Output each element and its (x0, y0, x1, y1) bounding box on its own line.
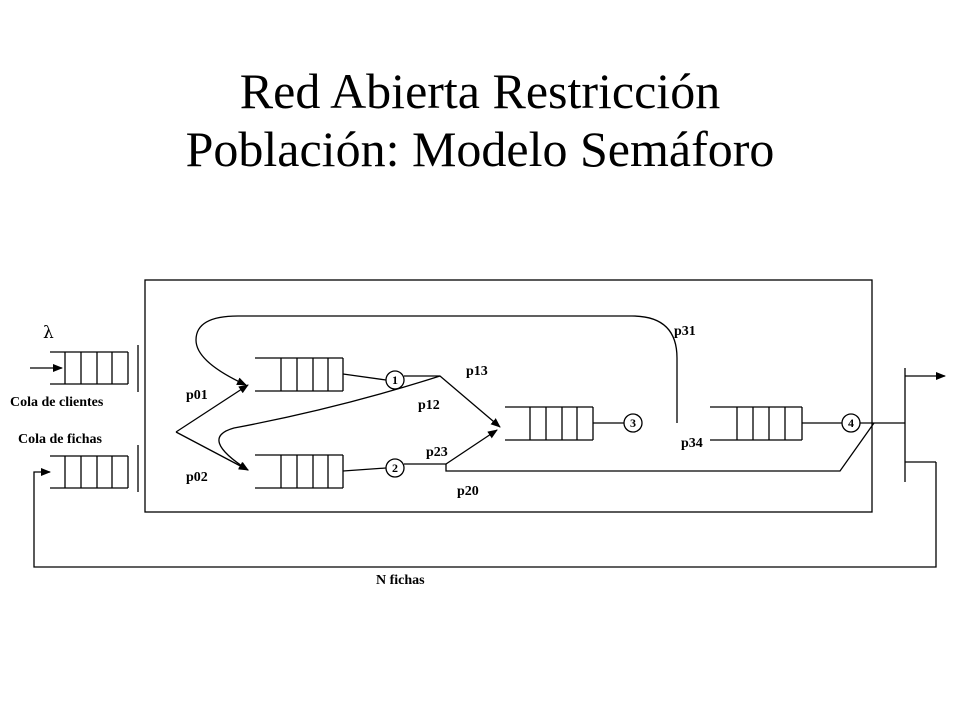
p12-label: p12 (418, 398, 440, 413)
lambda-label: λ (43, 323, 54, 343)
title-line-1: Red Abierta Restricción (239, 63, 721, 119)
queue-4 (710, 406, 803, 441)
server-1-label: 1 (392, 373, 398, 387)
p34-label: p34 (681, 436, 703, 451)
server-2-label: 2 (392, 461, 398, 475)
route-p02 (175, 431, 249, 471)
queue-3 (505, 406, 594, 441)
server-1: 1 (385, 370, 405, 390)
p20-label: p20 (457, 484, 479, 499)
n-fichas-label: N fichas (376, 573, 425, 588)
p23-label: p23 (426, 445, 448, 460)
title-line-2: Población: Modelo Semáforo (185, 121, 775, 177)
route-p23 (404, 429, 498, 465)
token-return-loop (33, 462, 937, 568)
slide-title: Red Abierta Restricción Población: Model… (0, 62, 960, 178)
route-p20 (445, 422, 875, 472)
p13-label: p13 (466, 364, 488, 379)
route-p01 (175, 384, 249, 433)
p01-label: p01 (186, 388, 208, 403)
server-4: 4 (841, 413, 861, 433)
token-queue-label: Cola de fichas (18, 432, 103, 447)
server-2: 2 (385, 458, 405, 478)
system-boundary (144, 279, 873, 513)
server-4-label: 4 (848, 416, 854, 430)
token-queue (50, 445, 139, 492)
route-p12 (218, 375, 441, 471)
p31-label: p31 (674, 324, 696, 339)
p02-label: p02 (186, 470, 208, 485)
server-3: 3 (623, 413, 643, 433)
queue-2 (255, 454, 344, 489)
customer-queue (50, 345, 139, 392)
customer-queue-label: Cola de clientes (10, 395, 104, 410)
server-3-label: 3 (630, 416, 636, 430)
queue-1 (255, 357, 344, 392)
route-p31 (195, 315, 678, 423)
